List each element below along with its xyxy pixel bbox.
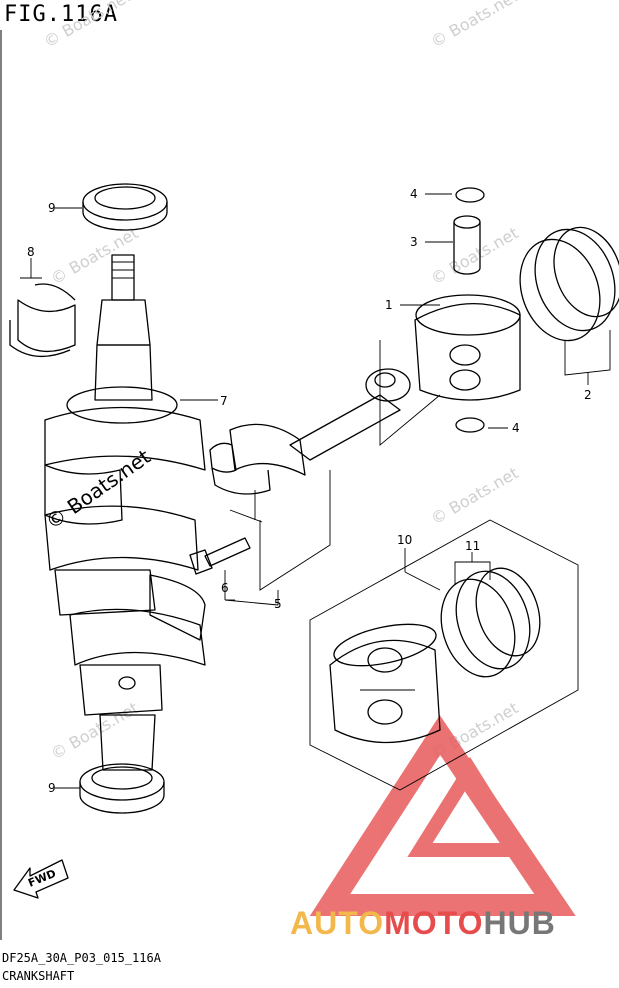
callout-10: 10	[397, 533, 412, 547]
callouts: 9 8 7 6 5 4 3 1 2 4 10 11 9	[27, 187, 592, 795]
watermark-text: © Boats.net	[48, 698, 142, 763]
callout-7: 7	[220, 394, 228, 408]
figure-code: DF25A_30A_P03_015_116A	[2, 951, 161, 965]
connecting-rod-bolt	[189, 537, 251, 601]
watermark-text: © Boats.net	[428, 0, 522, 51]
watermark-text: © Boats.net	[48, 223, 142, 288]
figure-title: FIG.116A	[4, 2, 118, 27]
piston	[379, 294, 521, 446]
callout-9-top: 9	[48, 201, 56, 215]
piston-kit-frame	[309, 519, 579, 791]
callout-3: 3	[410, 235, 418, 249]
connecting-rod	[209, 368, 411, 606]
brand-hub: HUB	[483, 905, 556, 941]
callout-4-bottom: 4	[512, 421, 520, 435]
callout-2: 2	[584, 388, 592, 402]
callout-4-top: 4	[410, 187, 418, 201]
callout-8: 8	[27, 245, 35, 259]
callout-11: 11	[465, 539, 480, 553]
watermark-text: © Boats.net	[41, 444, 155, 534]
callout-9-bottom: 9	[48, 781, 56, 795]
brand-auto: AUTO	[290, 905, 385, 941]
brand-moto: MOTO	[384, 905, 484, 941]
automotohub-wordmark: AUTOMOTOHUB	[290, 905, 556, 942]
piston-ring-set	[519, 226, 619, 385]
crankshaft	[44, 254, 206, 771]
callout-5: 5	[274, 597, 282, 611]
callout-1: 1	[385, 298, 393, 312]
watermark-text: © Boats.net	[428, 463, 522, 528]
crank-bearing	[9, 258, 76, 358]
watermark-text: © Boats.net	[41, 0, 135, 51]
piston-kit-ring-set	[440, 552, 541, 678]
callout-6: 6	[221, 581, 229, 595]
oil-seal-bottom	[55, 763, 165, 814]
piston-pin-circlip-top	[425, 187, 485, 203]
piston-pin	[425, 215, 481, 275]
piston-kit-piston	[329, 623, 441, 744]
fwd-arrow-icon: FWD	[13, 859, 69, 899]
watermark-text: © Boats.net	[428, 223, 522, 288]
figure-name: CRANKSHAFT	[2, 969, 75, 983]
piston-pin-circlip-bottom	[455, 417, 508, 433]
oil-seal-top	[55, 183, 168, 231]
automotohub-logo-icon	[309, 715, 576, 916]
